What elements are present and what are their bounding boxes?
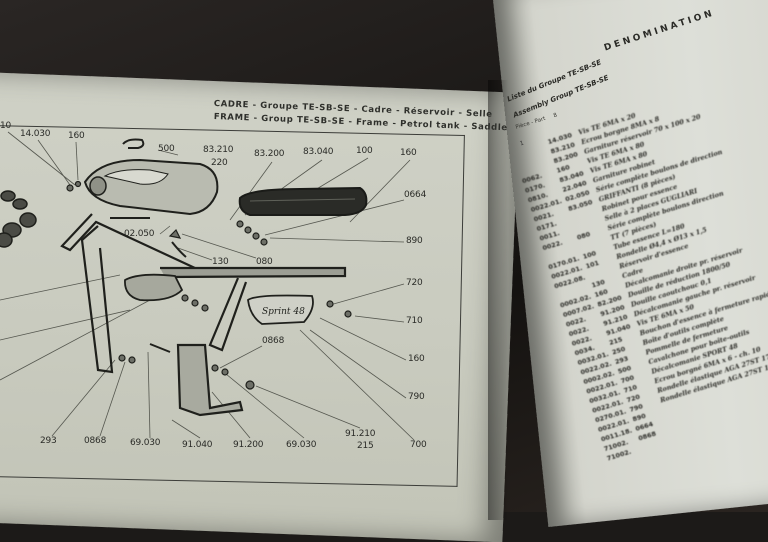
leader-line bbox=[0, 299, 151, 381]
callout-label: 91.040 bbox=[182, 440, 213, 450]
callout-label: 0868 bbox=[84, 436, 107, 446]
leader-line bbox=[147, 351, 151, 439]
leader-line bbox=[264, 199, 405, 236]
leader-line bbox=[299, 329, 415, 441]
leader-line bbox=[329, 283, 405, 306]
callout-label: 700 bbox=[410, 440, 427, 450]
sprint-48-emblem bbox=[247, 294, 314, 325]
exploded-parts-diagram: Sprint 48 bbox=[0, 131, 415, 441]
callout-label: 130 bbox=[212, 257, 229, 267]
leader-line bbox=[219, 345, 263, 369]
frame-tubes bbox=[60, 213, 347, 417]
leader-line bbox=[99, 361, 126, 437]
callout-label: 91.210 bbox=[345, 429, 376, 439]
leader-line bbox=[75, 141, 79, 181]
leader-line bbox=[255, 385, 361, 429]
callout-label: 890 bbox=[406, 236, 423, 246]
callout-label: 293 bbox=[40, 436, 57, 446]
leader-line bbox=[225, 373, 305, 439]
callout-label: 160 bbox=[408, 354, 425, 364]
callout-label: 080 bbox=[256, 257, 273, 267]
leader-line bbox=[314, 157, 369, 191]
leader-line bbox=[269, 237, 405, 243]
leader-line bbox=[159, 225, 171, 235]
leader-line bbox=[211, 391, 251, 439]
saddle bbox=[238, 186, 368, 216]
callout-label: 91.200 bbox=[233, 440, 264, 450]
callout-label: 0664 bbox=[404, 190, 427, 200]
callout-label: 14.030 bbox=[20, 129, 51, 139]
callout-label: 720 bbox=[406, 278, 423, 288]
bolts-nuts bbox=[66, 180, 352, 390]
callout-label: 710 bbox=[406, 316, 423, 326]
callout-label: 160 bbox=[400, 148, 417, 158]
callout-label: 83.040 bbox=[303, 147, 334, 157]
leader-line bbox=[157, 149, 179, 156]
callout-label: 500 bbox=[158, 144, 175, 154]
petrol-tank bbox=[83, 158, 219, 216]
leader-line bbox=[309, 329, 407, 399]
leader-line bbox=[0, 274, 121, 301]
book-gutter bbox=[488, 80, 508, 520]
filler-cap bbox=[122, 138, 145, 149]
callout-label: 69.030 bbox=[130, 438, 161, 448]
leader-line bbox=[181, 233, 257, 259]
leader-line bbox=[354, 315, 405, 323]
callout-label: 83.210 bbox=[203, 145, 234, 155]
leader-line bbox=[0, 309, 131, 341]
callout-label: 790 bbox=[408, 392, 425, 402]
callout-label: 220 bbox=[211, 158, 228, 168]
callout-label: 10 bbox=[0, 121, 12, 131]
tool-box bbox=[124, 273, 184, 302]
callout-label: 160 bbox=[68, 131, 85, 141]
callout-label: 02.050 bbox=[124, 229, 155, 239]
emblem-text: Sprint 48 bbox=[262, 307, 305, 317]
leader-line bbox=[51, 359, 116, 437]
callout-label: 215 bbox=[357, 441, 374, 451]
leader-line bbox=[319, 317, 407, 361]
rubber-washers bbox=[0, 190, 37, 248]
callout-label: 100 bbox=[356, 146, 373, 156]
callout-label: 83.200 bbox=[254, 149, 285, 159]
leader-line bbox=[171, 419, 201, 439]
leader-line bbox=[177, 247, 213, 261]
callout-label: 0868 bbox=[262, 336, 285, 346]
leader-line bbox=[37, 139, 71, 186]
callout-label: 69.030 bbox=[286, 440, 317, 450]
leader-line bbox=[229, 161, 273, 221]
